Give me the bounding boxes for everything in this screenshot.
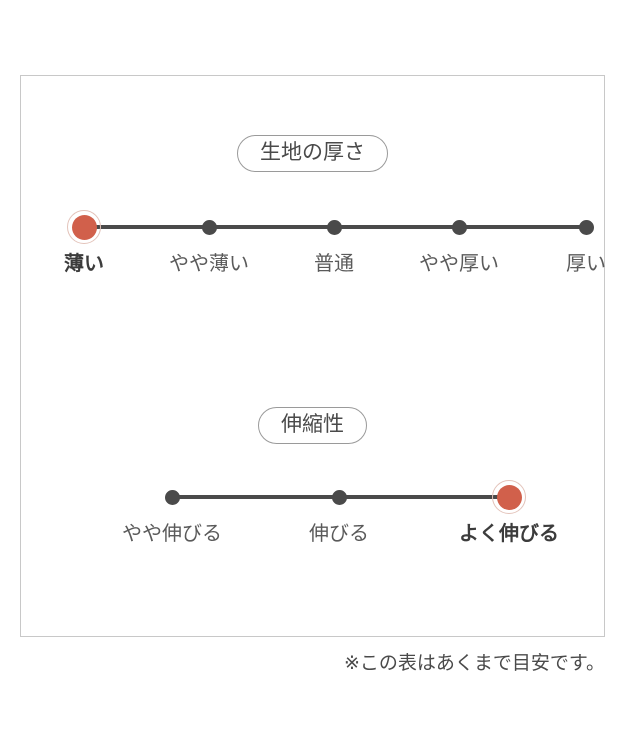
stretch-label-2: よく伸びる [459, 521, 559, 545]
scale-dot-icon [496, 484, 522, 510]
stretch-title-badge: 伸縮性 [258, 407, 367, 445]
scale-dot-icon [326, 219, 342, 235]
thickness-label-0: 薄い [64, 251, 104, 275]
stretch-label-1: 伸びる [309, 521, 369, 545]
scale-dot-icon [71, 214, 97, 240]
selected-ring-icon [66, 209, 101, 244]
thickness-label-4: 厚い [566, 251, 606, 275]
thickness-label-3: やや厚い [419, 251, 499, 275]
stretch-badge-row: 伸縮性 [21, 407, 604, 445]
scale-dot-icon [451, 219, 467, 235]
thickness-label-2: 普通 [314, 251, 354, 275]
stretch-scale: やや伸びる 伸びる よく伸びる [21, 476, 604, 586]
scale-dot-icon [331, 489, 347, 505]
scale-dot-icon [164, 489, 180, 505]
thickness-label-1: やや薄い [169, 251, 249, 275]
thickness-title-badge: 生地の厚さ [237, 135, 388, 173]
spec-card: 生地の厚さ 薄い やや薄い 普通 やや厚い 厚い [20, 75, 606, 637]
selected-ring-icon [491, 479, 526, 514]
footnote-text: ※この表はあくまで目安です。 [343, 652, 605, 674]
stretch-label-0: やや伸びる [122, 521, 222, 545]
scale-dot-icon [578, 219, 594, 235]
thickness-scale: 薄い やや薄い 普通 やや厚い 厚い [21, 206, 606, 316]
scale-dot-icon [201, 219, 217, 235]
thickness-badge-row: 生地の厚さ [21, 135, 604, 173]
